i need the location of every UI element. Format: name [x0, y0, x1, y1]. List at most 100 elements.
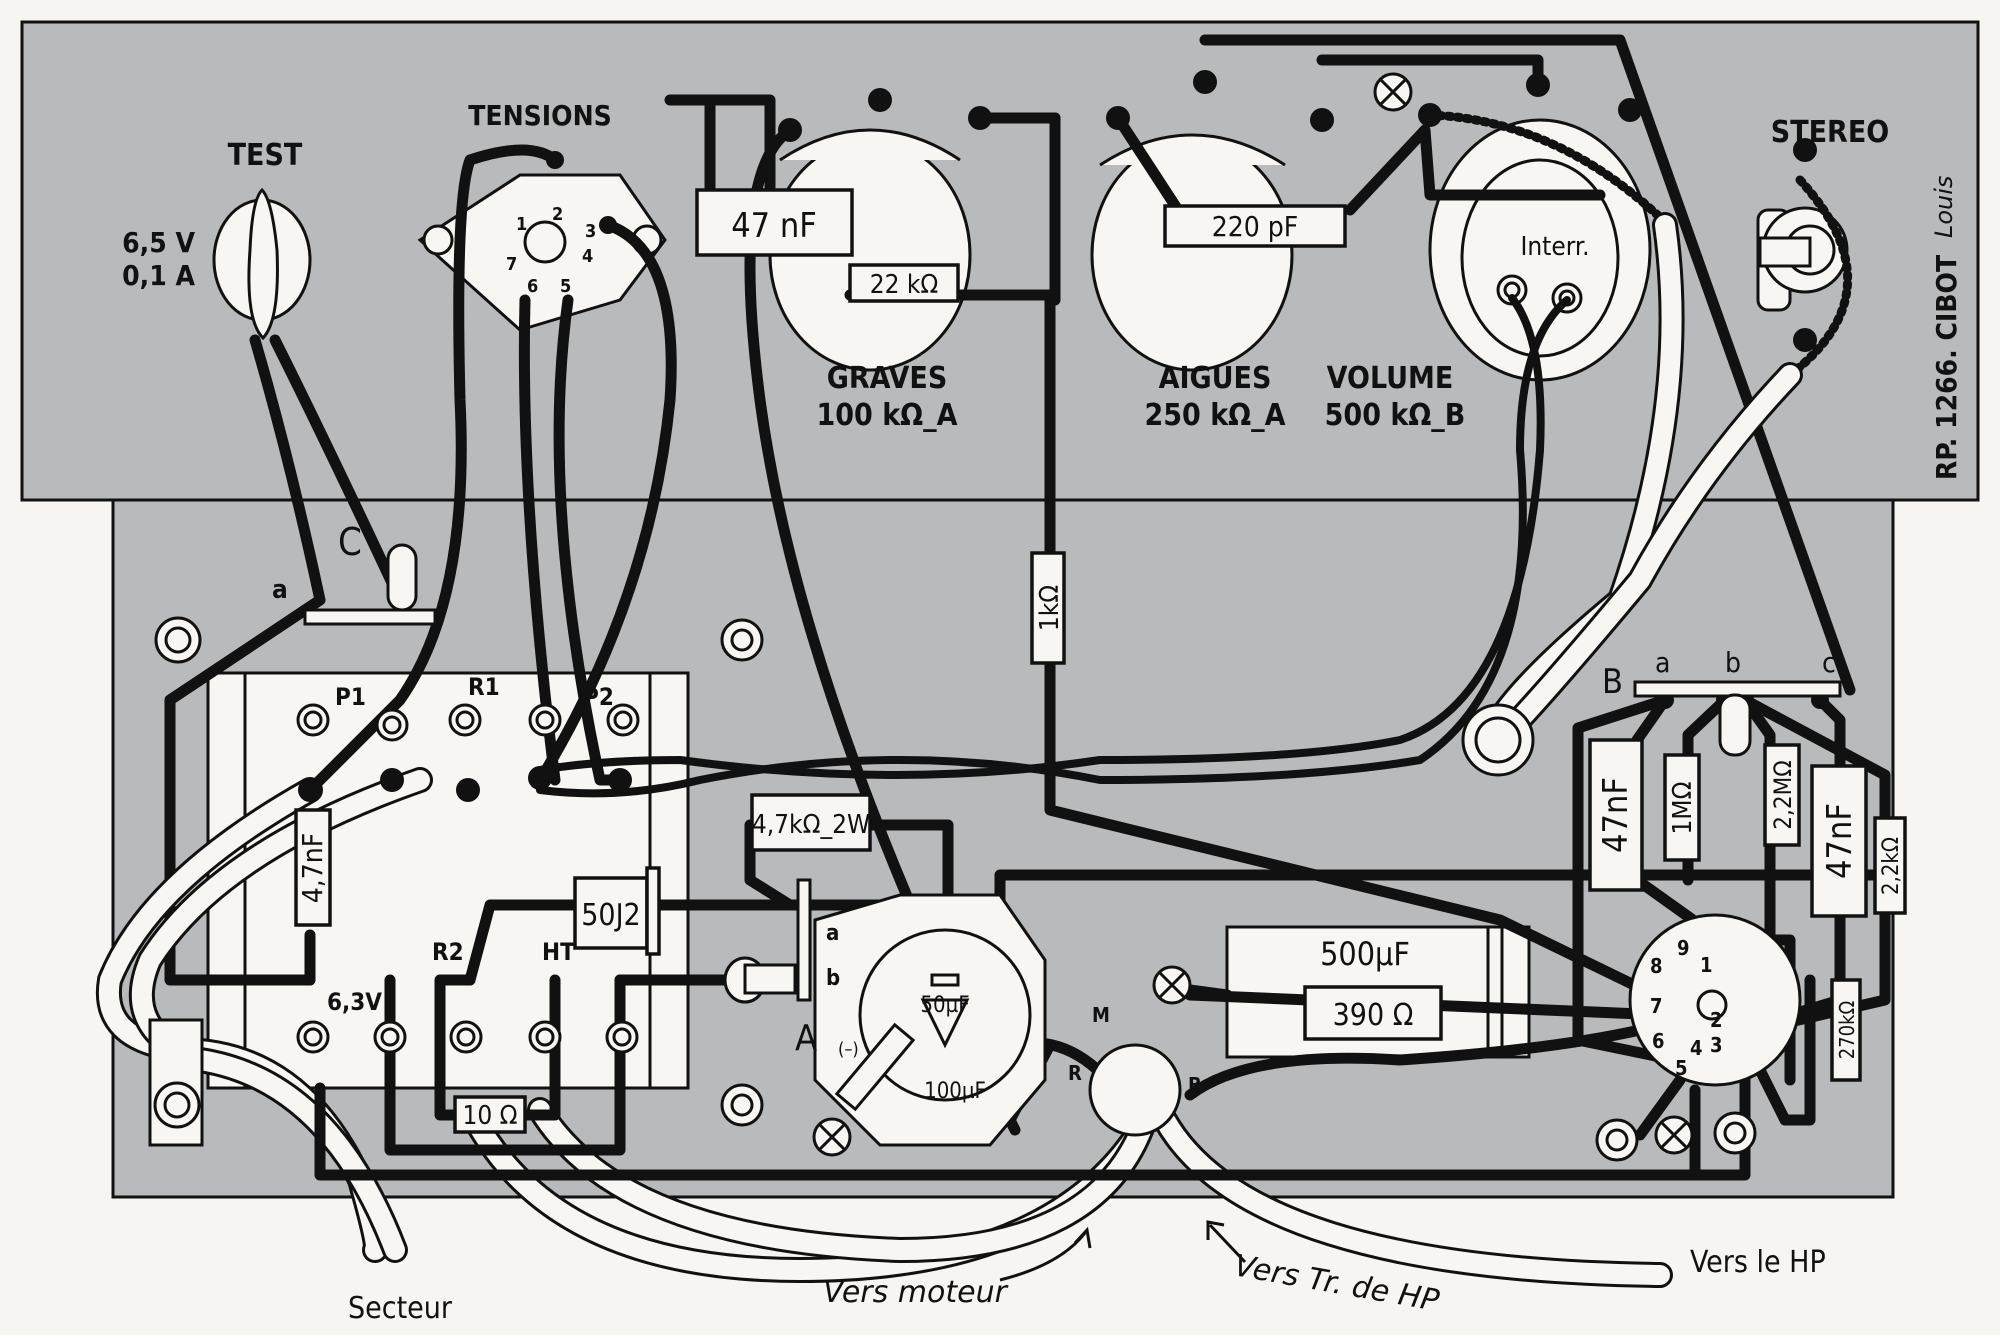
- filter-cap-minus: (–): [838, 1039, 859, 1060]
- grommet-r: R: [1068, 1061, 1082, 1085]
- switch-b-pos-b: b: [1725, 646, 1741, 679]
- switch-b-pos-c: c: [1822, 646, 1836, 679]
- resistor-270k: 270kΩ: [1830, 978, 1862, 1082]
- svg-text:47 nF: 47 nF: [731, 206, 817, 246]
- resistor-2k2: 2,2kΩ: [1873, 816, 1907, 915]
- speaker-label: Vers le HP: [1690, 1245, 1826, 1280]
- svg-text:10 Ω: 10 Ω: [462, 1101, 517, 1131]
- cable-grommet: [1088, 1043, 1182, 1137]
- stereo-label: STEREO: [1771, 115, 1889, 150]
- shielded-cable-volume: [1477, 212, 1685, 753]
- resistor-10: 10 Ω: [453, 1095, 527, 1134]
- switch-a: [723, 878, 812, 1004]
- transformer-terminals: [296, 703, 640, 1054]
- test-lamp: [212, 187, 312, 341]
- volume-potentiometer: [1428, 118, 1652, 382]
- svg-text:1: 1: [516, 214, 527, 235]
- volume-label: VOLUME: [1327, 361, 1454, 396]
- switch-b-label: B: [1602, 662, 1623, 702]
- svg-text:6: 6: [1652, 1029, 1665, 1053]
- svg-text:270kΩ: 270kΩ: [1835, 1001, 1859, 1060]
- svg-text:4: 4: [582, 246, 593, 267]
- terminal-P1: P1: [335, 683, 366, 711]
- tube-socket: [1628, 913, 1802, 1087]
- tensions-label: TENSIONS: [468, 99, 612, 132]
- output-tr-arrow: [1208, 1223, 1247, 1264]
- terminal-P2: P2: [583, 683, 614, 711]
- svg-text:3: 3: [1710, 1033, 1723, 1057]
- cap-4n7: 4,7nF: [294, 808, 332, 927]
- switch-a-label: A: [795, 1018, 817, 1059]
- grommet-b: B: [1188, 1073, 1202, 1097]
- tube-pin-labels: 1 2 3 4 5 6 7 8 9: [1650, 936, 1723, 1080]
- filter-cap-100uF: 100µF: [924, 1079, 986, 1104]
- svg-text:7: 7: [506, 254, 517, 275]
- switch-b-pos-a: a: [1655, 646, 1670, 679]
- cap-500uF-label: 500µF: [1320, 935, 1410, 973]
- svg-text:2: 2: [1710, 1008, 1723, 1032]
- aigues-cap-220pF: 220 pF: [1163, 204, 1347, 248]
- switch-a-pos-a: a: [826, 921, 839, 946]
- grommet-m: M: [1092, 1003, 1110, 1027]
- svg-text:7: 7: [1650, 994, 1663, 1018]
- switch-b: [1633, 680, 1842, 757]
- svg-text:6: 6: [527, 276, 538, 297]
- aigues-label: AIGUES: [1159, 361, 1272, 396]
- test-rating-v: 6,5 V: [122, 226, 195, 259]
- tensions-pin-labels: 1 2 3 4 5 6 7: [506, 204, 596, 297]
- svg-text:4: 4: [1690, 1036, 1703, 1060]
- svg-text:4,7nF: 4,7nF: [296, 833, 329, 904]
- graves-resistor-22k: 22 kΩ: [848, 263, 960, 303]
- switch-a-pos-b: b: [826, 966, 840, 991]
- svg-text:220 pF: 220 pF: [1212, 210, 1299, 243]
- signature: Louis: [1930, 176, 1958, 238]
- relay-c: [303, 543, 437, 626]
- resistor-390: 390 Ω: [1303, 985, 1443, 1041]
- graves-value: 100 kΩ_A: [817, 398, 958, 433]
- relay-c-label: C: [338, 520, 362, 564]
- svg-text:5: 5: [1675, 1056, 1688, 1080]
- test-rating-a: 0,1 A: [122, 259, 195, 292]
- svg-text:50J2: 50J2: [581, 898, 640, 933]
- svg-text:5: 5: [560, 276, 571, 297]
- svg-text:1MΩ: 1MΩ: [1668, 782, 1698, 835]
- resistor-1M: 1MΩ: [1663, 753, 1701, 862]
- credit-label: RP. 1266. CIBOT: [1930, 254, 1963, 480]
- volume-value: 500 kΩ_B: [1325, 398, 1466, 433]
- svg-text:390 Ω: 390 Ω: [1333, 998, 1414, 1033]
- resistor-4k7-2W: 4,7kΩ_2W: [750, 793, 872, 852]
- svg-text:3: 3: [585, 221, 596, 242]
- terminal-R2: R2: [432, 938, 464, 966]
- svg-text:2,2kΩ: 2,2kΩ: [1879, 837, 1904, 895]
- mains-label: Secteur: [348, 1291, 453, 1326]
- svg-text:22 kΩ: 22 kΩ: [870, 270, 939, 300]
- svg-text:2,2MΩ: 2,2MΩ: [1769, 760, 1797, 829]
- stereo-switch: [1756, 206, 1849, 312]
- graves-cap-47nF: 47 nF: [695, 188, 854, 257]
- filter-capacitor: [813, 893, 1047, 1147]
- cap-47nF-left: 47nF: [1588, 738, 1644, 892]
- grommet: [1461, 703, 1535, 777]
- svg-text:47nF: 47nF: [1596, 777, 1636, 853]
- shielded-cable-stereo: [1487, 362, 1803, 753]
- svg-text:1kΩ: 1kΩ: [1035, 585, 1065, 631]
- terminal-HT: HT: [542, 938, 575, 966]
- graves-label: GRAVES: [827, 361, 948, 396]
- cap-47nF-right: 47nF: [1810, 764, 1868, 918]
- svg-text:2: 2: [552, 204, 563, 225]
- motor-label: Vers moteur: [823, 1275, 1009, 1310]
- interr-label: Interr.: [1520, 232, 1589, 262]
- svg-text:8: 8: [1650, 954, 1663, 978]
- test-label: TEST: [228, 138, 303, 173]
- mounting-holes: [148, 616, 1757, 1162]
- terminal-R1: R1: [468, 673, 500, 701]
- resistor-1k: 1kΩ: [1030, 551, 1066, 665]
- relay-a-label: a: [272, 575, 288, 605]
- screws: [812, 72, 1694, 1157]
- aigues-value: 250 kΩ_A: [1145, 398, 1286, 433]
- resistor-2M2: 2,2MΩ: [1763, 743, 1801, 847]
- terminal-6v3: 6,3V: [327, 988, 382, 1016]
- filter-cap-50uF: 50µF: [920, 993, 969, 1018]
- svg-text:47nF: 47nF: [1820, 803, 1860, 879]
